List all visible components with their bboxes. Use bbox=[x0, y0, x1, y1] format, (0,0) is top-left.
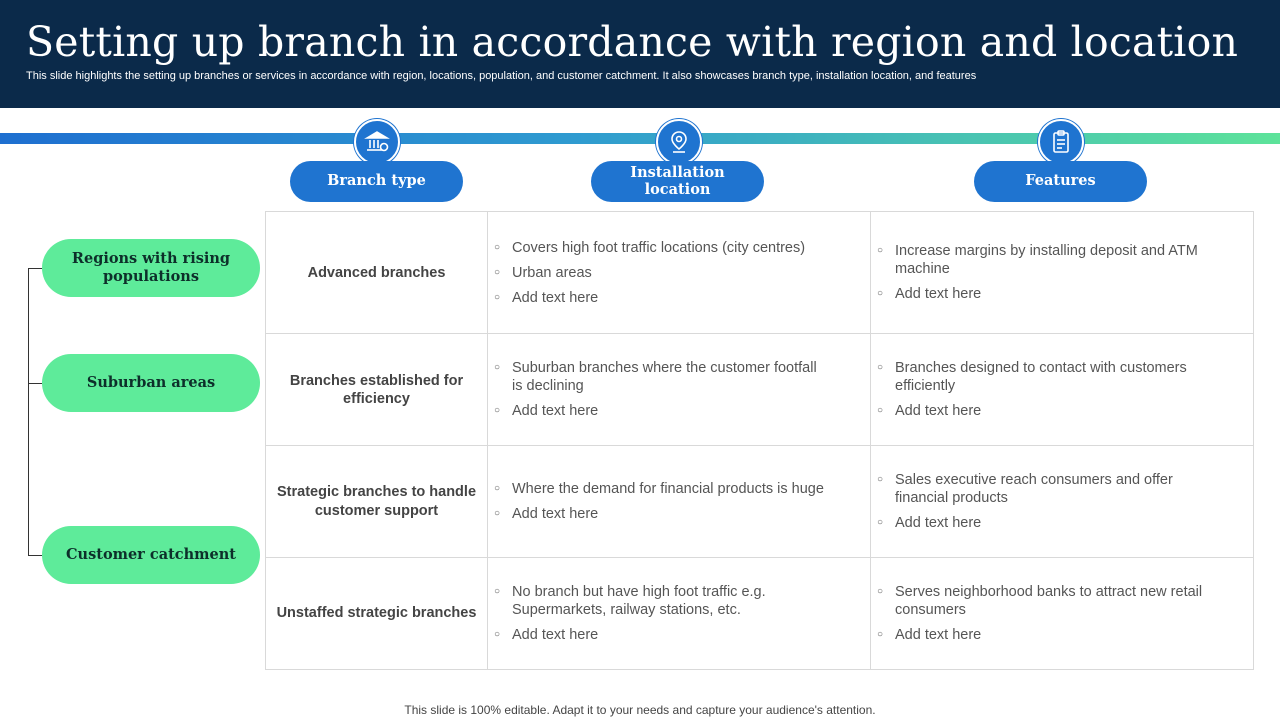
column-header-branch-type: Branch type bbox=[290, 161, 463, 202]
gradient-divider bbox=[0, 133, 1280, 144]
category-customer-catchment: Customer catchment bbox=[42, 526, 260, 584]
list-item: Branches designed to contact with custom… bbox=[877, 359, 1213, 395]
table-row: Branches established for efficiency Subu… bbox=[265, 333, 1254, 447]
category-suburban-areas: Suburban areas bbox=[42, 354, 260, 412]
list-item: Covers high foot traffic locations (city… bbox=[494, 239, 830, 257]
list-item: Add text here bbox=[494, 505, 830, 523]
column-header-features: Features bbox=[974, 161, 1147, 202]
branch-type-cell: Branches established for efficiency bbox=[265, 333, 488, 447]
list-item: Where the demand for financial products … bbox=[494, 480, 830, 498]
location-cell: No branch but have high foot traffic e.g… bbox=[487, 557, 871, 670]
location-cell: Covers high foot traffic locations (city… bbox=[487, 210, 871, 335]
features-cell: Increase margins by installing deposit a… bbox=[870, 210, 1254, 335]
column-header-installation-location: Installation location bbox=[591, 161, 764, 202]
list-item: Increase margins by installing deposit a… bbox=[877, 242, 1213, 278]
location-cell: Suburban branches where the customer foo… bbox=[487, 333, 871, 447]
list-item: Add text here bbox=[877, 514, 1213, 532]
bank-icon bbox=[354, 119, 400, 165]
location-pin-icon bbox=[656, 119, 702, 165]
list-item: Sales executive reach consumers and offe… bbox=[877, 471, 1213, 507]
branch-type-cell: Advanced branches bbox=[265, 210, 488, 335]
connector-tick bbox=[28, 268, 42, 269]
list-item: Add text here bbox=[877, 285, 1213, 303]
features-cell: Branches designed to contact with custom… bbox=[870, 333, 1254, 447]
branch-type-cell: Strategic branches to handle customer su… bbox=[265, 445, 488, 559]
branch-table: Advanced branches Covers high foot traff… bbox=[265, 210, 1254, 670]
features-cell: Serves neighborhood banks to attract new… bbox=[870, 557, 1254, 670]
list-item: Suburban branches where the customer foo… bbox=[494, 359, 830, 395]
list-item: Add text here bbox=[494, 626, 830, 644]
list-item: Add text here bbox=[494, 289, 830, 307]
category-connector bbox=[28, 268, 29, 556]
location-cell: Where the demand for financial products … bbox=[487, 445, 871, 559]
connector-tick bbox=[28, 555, 42, 556]
header-banner: Setting up branch in accordance with reg… bbox=[0, 0, 1280, 108]
list-item: Add text here bbox=[877, 402, 1213, 420]
table-row: Advanced branches Covers high foot traff… bbox=[265, 210, 1254, 335]
list-item: Add text here bbox=[877, 626, 1213, 644]
list-item: Urban areas bbox=[494, 264, 830, 282]
features-cell: Sales executive reach consumers and offe… bbox=[870, 445, 1254, 559]
table-row: Unstaffed strategic branches No branch b… bbox=[265, 557, 1254, 670]
clipboard-icon bbox=[1038, 119, 1084, 165]
list-item: No branch but have high foot traffic e.g… bbox=[494, 583, 830, 619]
list-item: Serves neighborhood banks to attract new… bbox=[877, 583, 1213, 619]
list-item: Add text here bbox=[494, 402, 830, 420]
branch-type-cell: Unstaffed strategic branches bbox=[265, 557, 488, 670]
page-subtitle: This slide highlights the setting up bra… bbox=[26, 70, 977, 82]
page-title: Setting up branch in accordance with reg… bbox=[26, 18, 1239, 66]
footer-note: This slide is 100% editable. Adapt it to… bbox=[404, 703, 876, 717]
table-row: Strategic branches to handle customer su… bbox=[265, 445, 1254, 559]
category-regions-rising-populations: Regions with rising populations bbox=[42, 239, 260, 297]
connector-tick bbox=[28, 383, 42, 384]
